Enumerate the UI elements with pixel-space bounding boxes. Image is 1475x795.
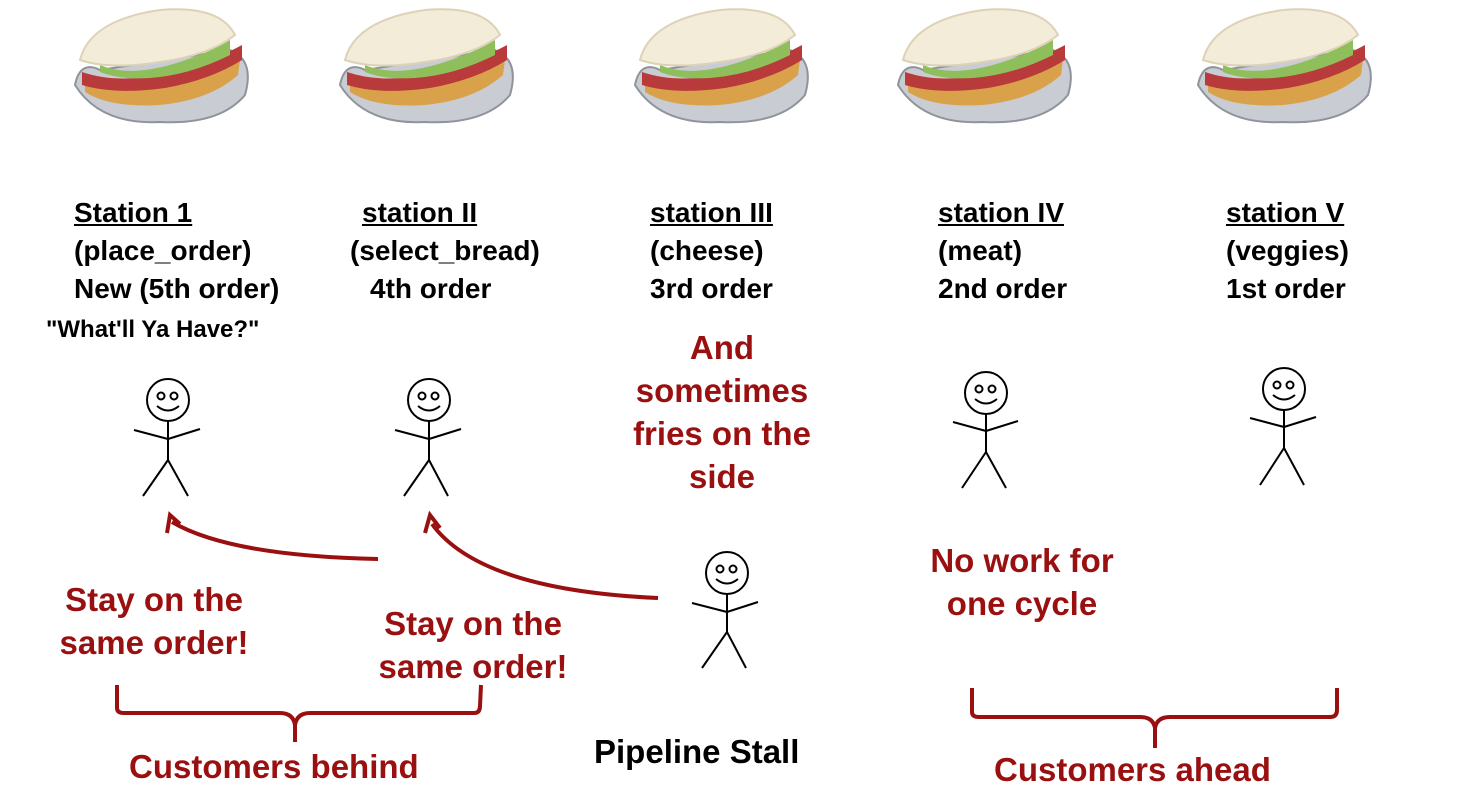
pipeline-stall-label: Pipeline Stall bbox=[594, 733, 800, 770]
customers-behind-label: Customers behind bbox=[129, 748, 419, 785]
sandwich-icon bbox=[73, 8, 249, 124]
stay-note-1: Stay on the same order! bbox=[44, 578, 264, 664]
stay-note-2: Stay on the same order! bbox=[363, 602, 583, 688]
customers-ahead-label: Customers ahead bbox=[994, 751, 1271, 788]
stick-figure-icon bbox=[1249, 367, 1317, 486]
stick-figure-icon bbox=[691, 551, 759, 669]
arrow-icon bbox=[423, 510, 659, 600]
stick-figure-icon bbox=[952, 371, 1019, 489]
fries-line: side bbox=[688, 458, 756, 495]
sandwich-icon bbox=[633, 8, 809, 124]
sandwich-icon bbox=[1196, 8, 1372, 124]
fries-line: sometimes bbox=[635, 372, 809, 409]
station-title: station III bbox=[650, 197, 773, 228]
station-task: (meat) bbox=[938, 235, 1023, 266]
no-work-line: one cycle bbox=[946, 585, 1098, 622]
no-work-line: No work for bbox=[930, 542, 1114, 579]
station-4-label: station IV (meat) 2nd order bbox=[938, 194, 1067, 308]
station-task: (cheese) bbox=[650, 235, 764, 266]
fries-line: And bbox=[689, 329, 755, 366]
station-order: 2nd order bbox=[938, 273, 1068, 304]
stay-line: same order! bbox=[59, 624, 249, 661]
no-work-note: No work for one cycle bbox=[912, 539, 1132, 625]
brace-icon bbox=[970, 688, 1339, 748]
station-2-label: station II (select_bread) 4th order bbox=[350, 194, 540, 308]
stay-line: Stay on the bbox=[65, 581, 243, 618]
fries-line: fries on the bbox=[633, 415, 811, 452]
station-1-quote: "What'll Ya Have?" bbox=[46, 316, 260, 343]
station-order: 3rd order bbox=[650, 273, 773, 304]
sandwich-icon bbox=[338, 8, 514, 124]
station-title: station IV bbox=[938, 197, 1065, 228]
station-1-label: Station 1 (place_order) New (5th order) bbox=[74, 194, 279, 308]
station-title: station II bbox=[362, 197, 478, 228]
station-task: (select_bread) bbox=[350, 235, 540, 266]
station-title: Station 1 bbox=[74, 197, 193, 228]
stick-figure-icon bbox=[133, 378, 201, 497]
station-title: station V bbox=[1226, 197, 1345, 228]
station-order: 1st order bbox=[1226, 273, 1346, 304]
station-task: (place_order) bbox=[74, 235, 252, 266]
arrow-icon bbox=[165, 511, 379, 561]
sandwich-icon bbox=[896, 8, 1072, 124]
brace-icon bbox=[115, 684, 483, 742]
station-3-label: station III (cheese) 3rd order bbox=[650, 194, 773, 308]
station-order: New (5th order) bbox=[74, 273, 280, 304]
station-task: (veggies) bbox=[1226, 235, 1349, 266]
stay-line: Stay on the bbox=[384, 605, 562, 642]
stick-figure-icon bbox=[394, 378, 462, 497]
fries-note: And sometimes fries on the side bbox=[612, 326, 832, 498]
station-order: 4th order bbox=[370, 273, 492, 304]
stay-line: same order! bbox=[378, 648, 568, 685]
station-5-label: station V (veggies) 1st order bbox=[1226, 194, 1349, 308]
